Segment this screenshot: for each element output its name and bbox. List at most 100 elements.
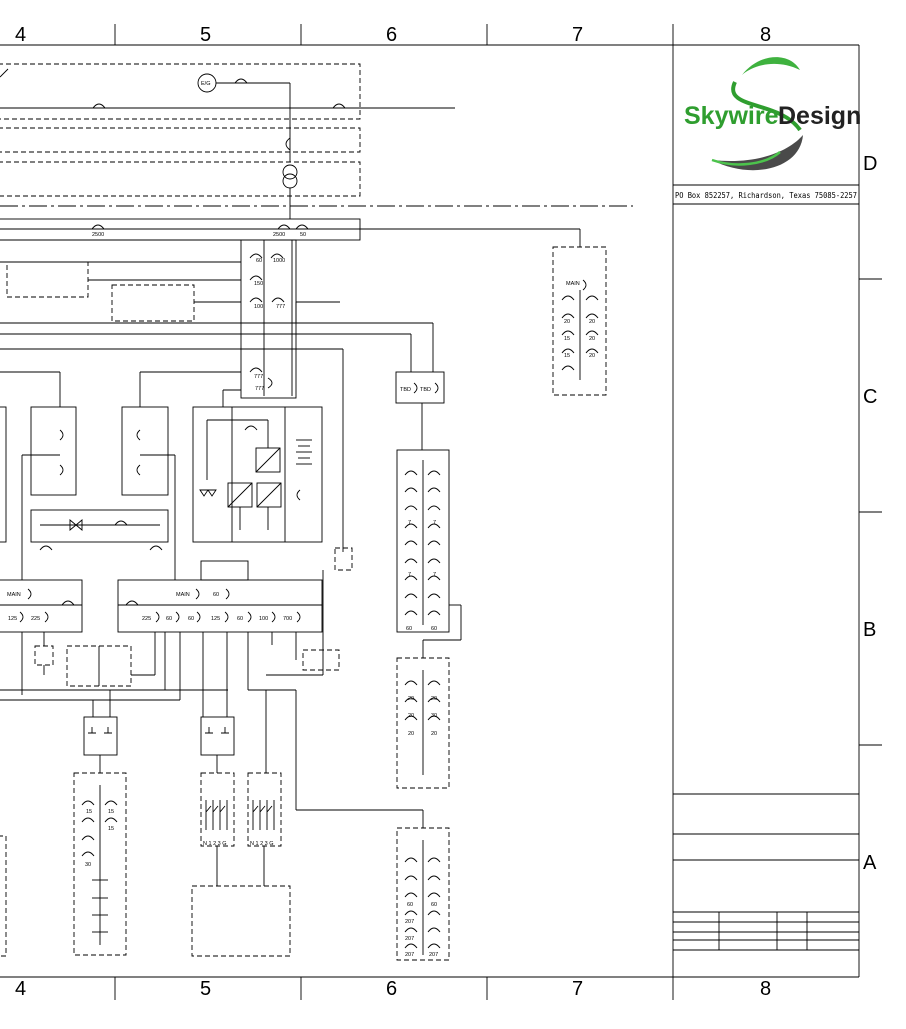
svg-text:60: 60 [431,902,437,908]
svg-text:15: 15 [108,809,114,815]
metering-enclosure [0,127,361,153]
load-enclosure [191,885,291,957]
svg-text:60: 60 [407,902,413,908]
svg-text:20: 20 [408,731,414,737]
svg-text:207: 207 [405,952,414,958]
panel-col4-lower: 15 15 15 30 [0,772,127,957]
svg-text:225: 225 [31,616,40,622]
column-labels-bottom: 4 5 6 7 8 [15,978,771,1000]
tbd-breaker-enclosure: TBD TBD [395,371,445,450]
svg-text:700: 700 [283,616,292,622]
svg-text:50: 50 [300,232,306,238]
disconnect-switches: N 1 2 3 G N 1 2 3 G [191,772,291,957]
column-label: 5 [200,24,211,46]
svg-text:207: 207 [429,952,438,958]
title-block [673,184,859,951]
svg-text:777: 777 [255,386,264,392]
svg-text:15: 15 [108,826,114,832]
row-labels: D C B A [863,153,877,874]
battery-symbol [296,439,312,465]
svg-text:15: 15 [564,336,570,342]
transformer-enclosure [0,161,361,197]
logo-swoosh-bottom [712,135,803,171]
row-label: A [863,852,877,874]
svg-text:225: 225 [142,616,151,622]
column-label: 6 [386,24,397,46]
main-switchboard: 2500 2500 50 60 1000 150 100 777 777 777 [0,218,581,552]
svg-text:MAIN: MAIN [566,281,580,287]
column-label: 6 [386,978,397,1000]
column-label: 8 [760,978,771,1000]
ups-module [192,406,323,543]
disconnect-b [247,772,282,847]
svg-text:30: 30 [85,862,91,868]
svg-text:20: 20 [589,336,595,342]
svg-text:20: 20 [431,731,437,737]
transformer-symbol-secondary [282,173,298,189]
svg-text:100: 100 [254,304,263,310]
svg-text:7: 7 [408,520,411,526]
column-label: 5 [200,978,211,1000]
distribution-section [240,239,297,399]
transformer-symbol-primary [282,164,298,180]
svg-text:125: 125 [8,616,17,622]
svg-text:60: 60 [237,616,243,622]
svg-text:20: 20 [589,319,595,325]
svg-text:7: 7 [408,572,411,578]
utility-section: E/G [0,63,633,219]
row-label: C [863,386,877,408]
svg-text:60: 60 [188,616,194,622]
drawing-frame [0,24,882,1000]
svg-text:15: 15 [86,809,92,815]
svg-text:777: 777 [254,374,263,380]
svg-text:20: 20 [408,696,414,702]
column-label: 4 [15,978,26,1000]
panel-col6-upper: 7 7 7 7 60 60 [396,449,462,658]
svg-text:MAIN: MAIN [7,592,21,598]
svg-text:N 1 2 3 G: N 1 2 3 G [203,841,227,847]
svg-text:20: 20 [589,353,595,359]
panel-main-col7: MAIN 20 20 15 20 15 20 [552,246,607,396]
svg-text:15: 15 [564,353,570,359]
svg-text:2500: 2500 [92,232,104,238]
svg-text:20: 20 [564,319,570,325]
column-label: 7 [572,24,583,46]
company-address: PO Box 852257, Richardson, Texas 75085-2… [675,190,857,200]
svg-text:60: 60 [256,258,262,264]
column-label: 7 [572,978,583,1000]
svg-text:7: 7 [433,520,436,526]
static-switch-box [30,509,169,543]
svg-text:TBD: TBD [400,387,411,393]
transfer-switch-a [83,716,118,756]
svg-text:207: 207 [405,919,414,925]
row-label: B [863,619,876,641]
thyristor-symbol [69,519,83,531]
utility-enclosure [0,63,361,120]
svg-text:100: 100 [259,616,268,622]
logo-word-skywire: Skywire [684,102,779,130]
svg-text:7: 7 [433,572,436,578]
ups-box-a [30,406,77,496]
generator-label: E/G [201,81,210,87]
equipment-box-b [111,284,195,322]
panel-board-a: MAIN 125 225 [0,579,83,633]
company-logo: Skywire Design PO Box 852257, Richardson… [675,57,861,200]
svg-text:N 1 2 3 G: N 1 2 3 G [250,841,274,847]
ups-section [0,406,353,580]
svg-text:60: 60 [166,616,172,622]
svg-text:1000: 1000 [273,258,285,264]
column-label: 4 [15,24,26,46]
equipment-box-a [6,261,89,298]
svg-text:2500: 2500 [273,232,285,238]
logo-word-design: Design [778,102,861,130]
inverter-symbol-b [256,482,282,508]
row-label: D [863,153,877,175]
ups-box-b [121,406,169,496]
lower-feeders [0,570,424,828]
logo-swoosh-top [742,57,800,75]
diode-symbol [199,489,217,497]
svg-text:207: 207 [405,936,414,942]
svg-text:60: 60 [213,592,219,598]
